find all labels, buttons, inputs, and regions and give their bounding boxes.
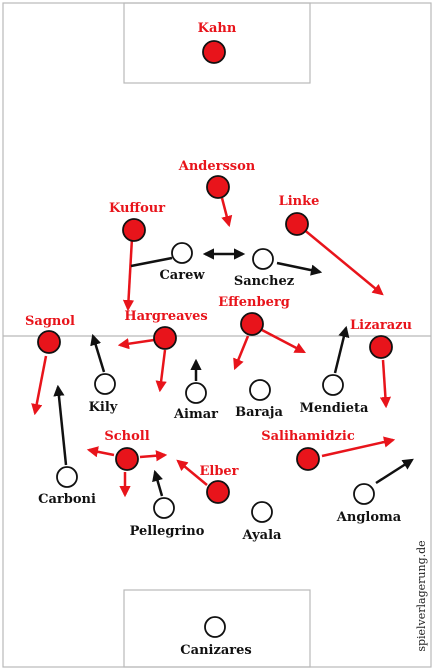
red-labels: Kahn Andersson Kuffour Linke Sagnol Harg… [25,21,412,479]
scholl-arrow-right [139,450,168,462]
label-aimar: Aimar [173,407,218,422]
white-team [56,242,375,638]
player-sanchez[interactable] [252,248,274,270]
lizarazu-arrow [379,359,392,409]
elber-arrow [176,459,208,486]
player-andersson[interactable] [206,175,230,199]
label-effenberg: Effenberg [218,295,290,310]
salihamidzic-arrow [321,436,396,458]
carew-arrow [130,256,173,268]
player-lizarazu[interactable] [369,335,393,359]
label-angloma: Angloma [336,510,402,525]
watermark: spielverlagerung.de [415,540,428,651]
sanchez-arrow [276,261,323,276]
red-team [37,40,393,504]
player-kahn[interactable] [202,40,226,64]
label-pellegrino: Pellegrino [130,524,205,539]
effenberg-arrow-left [233,335,250,371]
scholl-arrow-left [86,446,115,458]
label-elber: Elber [199,464,238,479]
red-arrows [31,197,396,498]
kily-arrow [90,333,106,373]
label-canizares: Canizares [180,643,251,658]
label-sagnol: Sagnol [25,314,75,329]
player-pellegrino[interactable] [153,497,175,519]
player-baraja[interactable] [249,379,271,401]
black-labels: Carew Sanchez Kily Aimar Baraja Mendieta… [38,268,402,658]
label-ayala: Ayala [242,528,282,543]
label-andersson: Andersson [178,159,256,174]
player-scholl[interactable] [115,447,139,471]
pellegrino-arrow [152,469,164,497]
carboni-arrow [53,384,68,466]
player-salihamidzic[interactable] [296,447,320,471]
label-lizarazu: Lizarazu [350,318,412,333]
label-scholl: Scholl [104,429,149,444]
hargreaves-arrow-down [155,349,167,393]
label-kily: Kily [89,400,118,415]
label-hargreaves: Hargreaves [124,309,207,324]
player-mendieta[interactable] [322,374,344,396]
player-angloma[interactable] [353,483,375,505]
player-hargreaves[interactable] [153,326,177,350]
label-salihamidzic: Salihamidzic [261,429,355,444]
label-mendieta: Mendieta [300,401,369,416]
player-canizares[interactable] [204,616,226,638]
linke-arrow [301,227,384,296]
player-aimar[interactable] [185,382,207,404]
andersson-arrow [220,197,233,228]
player-ayala[interactable] [251,501,273,523]
pitch-lines [2,2,432,668]
label-carew: Carew [159,268,205,283]
hargreaves-arrow-left [117,338,155,350]
label-kuffour: Kuffour [109,201,165,216]
player-linke[interactable] [285,212,309,236]
effenberg-arrow-right [261,328,306,354]
mendieta-arrow [333,325,350,374]
player-kuffour[interactable] [122,218,146,242]
player-sagnol[interactable] [37,330,61,354]
label-baraja: Baraja [235,405,283,420]
player-carew[interactable] [171,242,193,264]
label-linke: Linke [279,194,320,209]
label-sanchez: Sanchez [234,274,294,289]
player-carboni[interactable] [56,466,78,488]
label-carboni: Carboni [38,492,96,507]
kuffour-arrow [122,237,135,312]
pitch-boundary [2,2,432,668]
sagnol-arrow [31,355,48,416]
player-elber[interactable] [206,480,230,504]
angloma-arrow [375,458,414,485]
bottom-penalty-box [123,589,311,668]
player-kily[interactable] [94,373,116,395]
label-kahn: Kahn [198,21,237,36]
black-arrows [53,248,414,497]
top-penalty-box [123,2,311,84]
player-effenberg[interactable] [240,312,264,336]
